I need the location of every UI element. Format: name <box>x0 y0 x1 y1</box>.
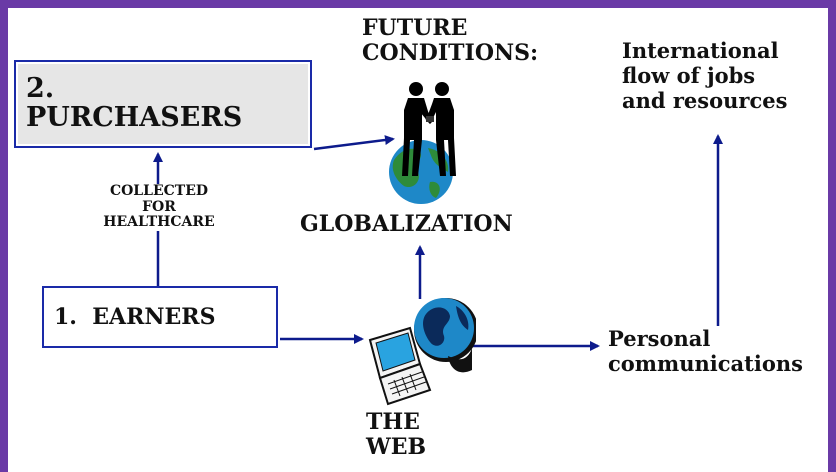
diagram-canvas: 2. PURCHASERS COLLECTED FOR HEALTHCARE 1… <box>8 8 828 472</box>
international-flow-label: International flow of jobs and resources <box>622 38 787 114</box>
collected-line1: COLLECTED <box>109 183 209 199</box>
collected-line3: HEALTHCARE <box>103 214 215 231</box>
international-line3: and resources <box>622 88 788 114</box>
personal-line2: communications <box>608 351 803 377</box>
diagram-arrows <box>153 134 723 351</box>
earners-label: 1. EARNERS <box>54 304 216 330</box>
future-line1: FUTURE <box>362 15 468 41</box>
future-conditions-label: FUTURE CONDITIONS: <box>362 16 538 65</box>
future-line2: CONDITIONS: <box>362 39 539 66</box>
web-line2: WEB <box>366 433 427 460</box>
the-web-label: THE WEB <box>366 410 426 459</box>
web-line1: THE <box>366 409 420 435</box>
purchasers-label: PURCHASERS <box>26 102 243 134</box>
computer-icon <box>368 298 476 406</box>
globalization-label: GLOBALIZATION <box>300 211 513 237</box>
handshake-icon <box>402 82 456 176</box>
international-line1: International <box>622 38 779 63</box>
collected-for-healthcare-label: COLLECTED FOR HEALTHCARE <box>88 183 230 232</box>
personal-communications-label: Personal communications <box>608 326 803 376</box>
personal-line1: Personal <box>608 326 711 351</box>
arrow-purchasers-to-globalization <box>313 135 395 151</box>
earners-box: 1. EARNERS <box>42 286 278 348</box>
international-line2: flow of jobs <box>622 63 756 89</box>
collected-line2: FOR <box>142 198 176 215</box>
purchasers-box: 2. PURCHASERS <box>14 60 312 148</box>
purchasers-number: 2. <box>26 72 55 104</box>
